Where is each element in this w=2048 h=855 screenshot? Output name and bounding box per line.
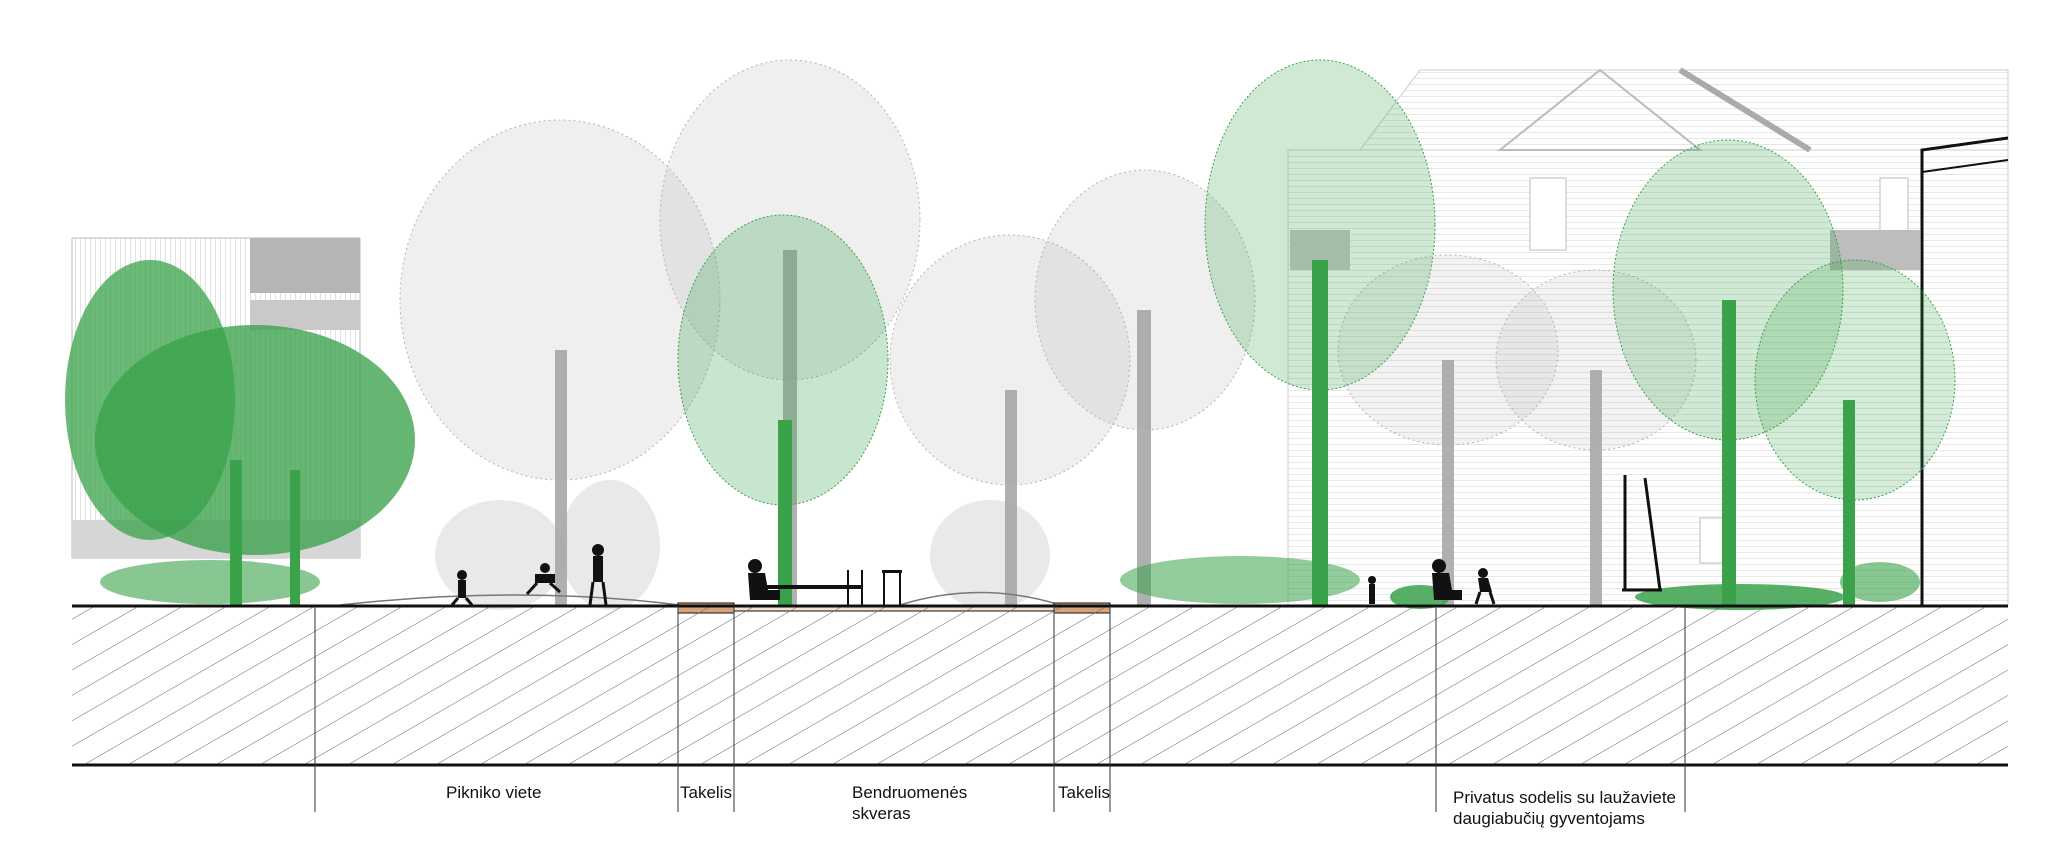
zone-dividers (314, 606, 1686, 812)
label-private-garden-1: Privatus sodelis su laužaviete (1453, 788, 1677, 807)
soil-hatch (72, 607, 2008, 765)
label-community-square-2: skveras (852, 804, 911, 823)
terrain-mounds (339, 591, 1061, 606)
label-path-right: Takelis (1058, 783, 1110, 802)
right-building (1287, 67, 2009, 606)
label-picnic: Pikniko viete (446, 783, 542, 802)
label-private-garden-2: daugiabučių gyventojams (1453, 809, 1645, 828)
swing (1622, 475, 1662, 592)
green-trees (65, 59, 1956, 610)
people-silhouettes (450, 544, 1496, 606)
label-path-left: Takelis (680, 783, 732, 802)
label-community-square-1: Bendruomenės (852, 783, 968, 802)
grey-trees (399, 59, 1697, 610)
